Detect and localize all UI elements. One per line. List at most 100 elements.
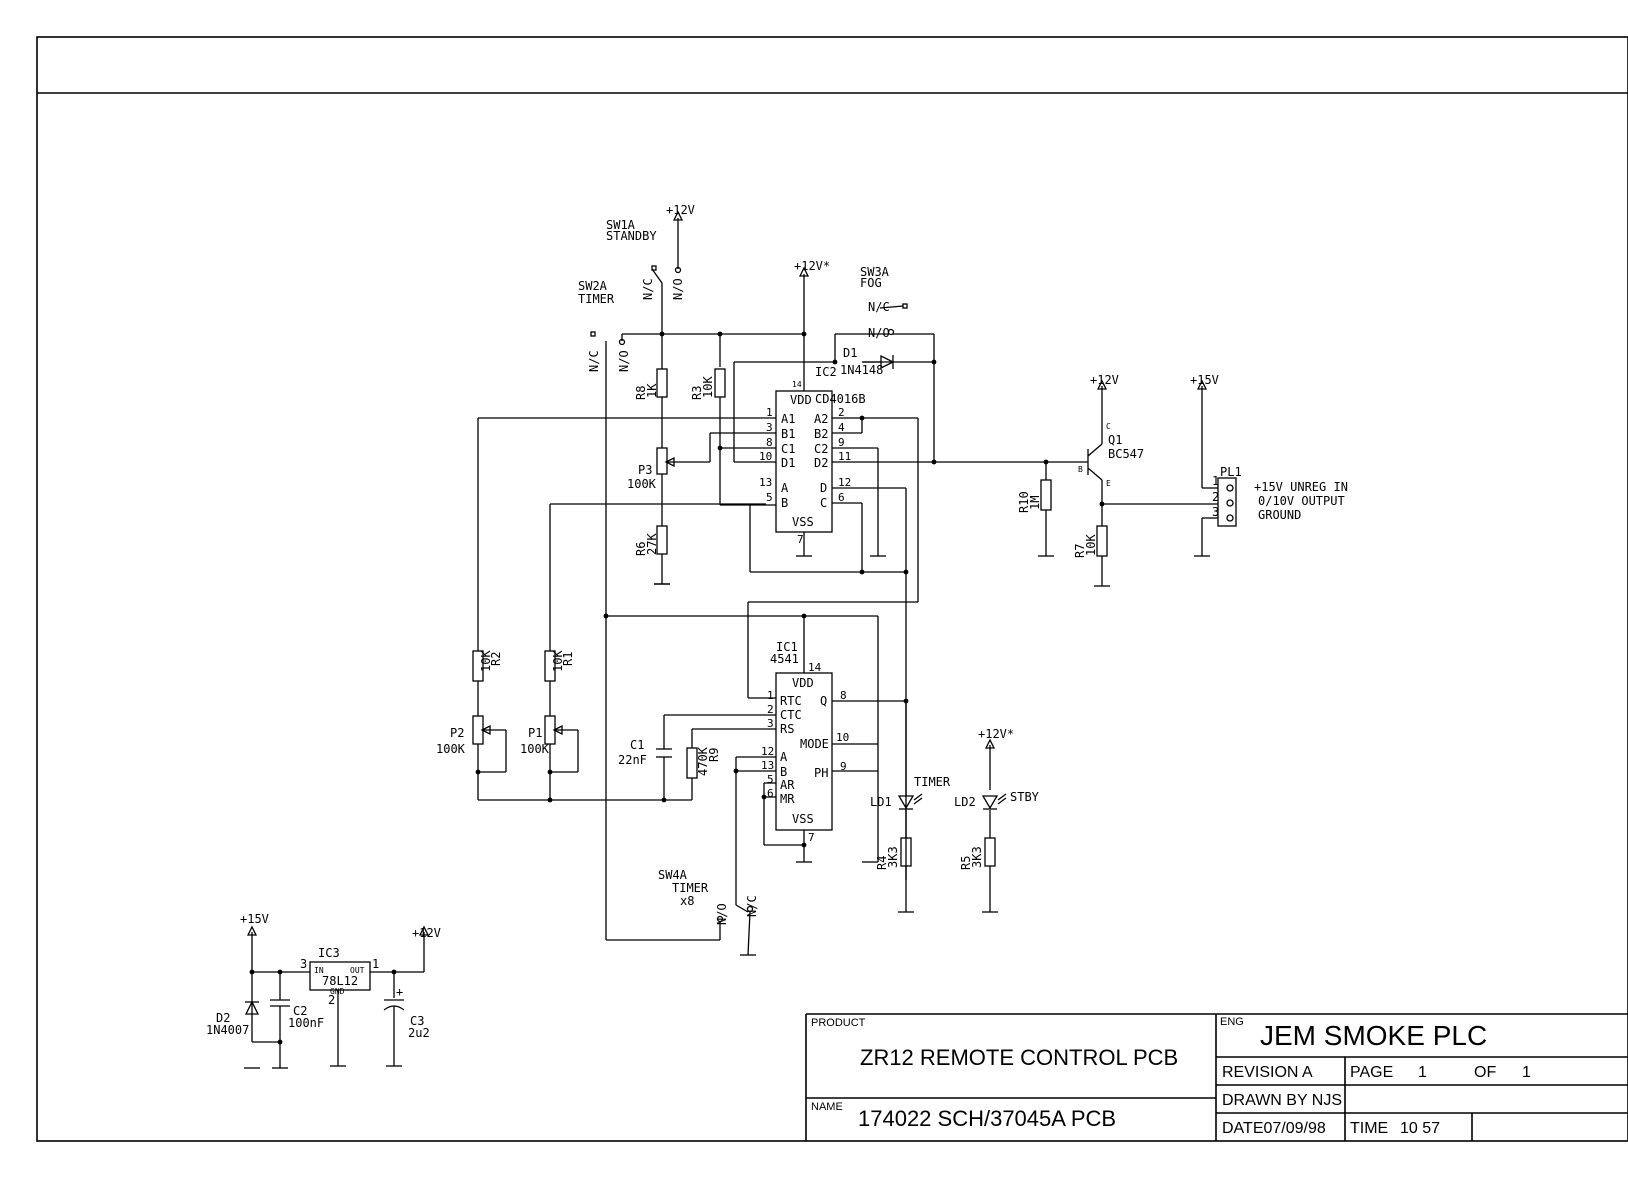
ic1-pin-vss: 7 bbox=[808, 831, 815, 844]
ic1-pin-number: 12 bbox=[761, 745, 774, 758]
ic2-cd4016b: VDD VSS IC2 CD4016B 14 7 A1 B1 C1 D1 A B… bbox=[759, 365, 866, 546]
p2-val: 100K bbox=[436, 742, 466, 756]
sw1a-no: N/O bbox=[671, 278, 685, 300]
c1-ref: C1 bbox=[630, 738, 644, 752]
c3-plus: + bbox=[396, 985, 403, 999]
d2-ref: D2 bbox=[216, 1011, 230, 1025]
ic2-pin-name: C2 bbox=[814, 442, 828, 456]
r6-body bbox=[656, 525, 668, 555]
ic1-pin-name: MODE bbox=[800, 737, 829, 751]
ic2-pin-number: 2 bbox=[838, 406, 845, 419]
r3-body bbox=[714, 368, 726, 398]
d2-val: 1N4007 bbox=[206, 1023, 249, 1037]
ic2-pin-vss: 7 bbox=[797, 533, 804, 546]
ic2-pin-name: C1 bbox=[781, 442, 795, 456]
ic1-pin-name: PH bbox=[814, 766, 828, 780]
pl1-label: +15V UNREG IN bbox=[1254, 480, 1348, 494]
ic1-pin-vdd: 14 bbox=[808, 661, 822, 674]
ic2-pin-number: 6 bbox=[838, 491, 845, 504]
ic2-pin-number: 13 bbox=[759, 476, 772, 489]
rail-label: +12V* bbox=[794, 259, 830, 273]
p3-val: 100K bbox=[627, 477, 657, 491]
ic3-ref: IC3 bbox=[318, 946, 340, 960]
r9-val: 470K bbox=[696, 746, 710, 776]
name-label: NAME bbox=[811, 1101, 843, 1113]
r2-val: 10K bbox=[479, 650, 493, 672]
product-label: PRODUCT bbox=[811, 1017, 866, 1029]
ic2-pin-number: 1 bbox=[766, 406, 773, 419]
page-label: PAGE bbox=[1350, 1064, 1393, 1081]
ic2-pin-number: 10 bbox=[759, 450, 772, 463]
pl1-ref: PL1 bbox=[1220, 465, 1242, 479]
pl1-body bbox=[1217, 477, 1237, 527]
r3-val: 10K bbox=[701, 376, 715, 398]
ic2-pin-number: 11 bbox=[838, 450, 851, 463]
ic2-pin-number: 12 bbox=[838, 476, 851, 489]
p2-ref: P2 bbox=[450, 726, 464, 740]
ic2-pin-vdd: 14 bbox=[792, 380, 802, 389]
c2-val: 100nF bbox=[288, 1016, 324, 1030]
rail-label: +12V bbox=[666, 203, 695, 217]
ic2-vdd: VDD bbox=[790, 393, 812, 407]
sheet-frame bbox=[36, 36, 1628, 1142]
sw2a-ref: SW2A bbox=[578, 279, 608, 293]
ic2-pin-name: A2 bbox=[814, 412, 828, 426]
c1-val: 22nF bbox=[618, 753, 647, 767]
revision: REVISION A bbox=[1222, 1064, 1313, 1081]
date: DATE07/09/98 bbox=[1222, 1120, 1326, 1137]
q1-b: B bbox=[1078, 465, 1083, 474]
r1-body bbox=[544, 650, 556, 682]
sw2a-no: N/O bbox=[617, 350, 631, 372]
c3-ref: C3 bbox=[410, 1014, 424, 1028]
ic3-in: IN bbox=[314, 966, 324, 975]
product-name: ZR12 REMOTE CONTROL PCB bbox=[860, 1045, 1178, 1070]
page-total: 1 bbox=[1522, 1064, 1531, 1081]
sw3a-no: N/O bbox=[868, 326, 890, 340]
junctions bbox=[249, 331, 1105, 1045]
pl1-pin: 2 bbox=[1212, 490, 1219, 504]
r6-ref: R6 bbox=[634, 542, 648, 556]
r8-ref: R8 bbox=[634, 386, 648, 400]
ic2-pin-number: 8 bbox=[766, 436, 773, 449]
pl1-label: GROUND bbox=[1258, 508, 1301, 522]
c2-ref: C2 bbox=[293, 1004, 307, 1018]
r6-val: 27K bbox=[645, 533, 659, 555]
ic2-value: CD4016B bbox=[815, 392, 866, 406]
ic2-pin-number: 5 bbox=[766, 491, 773, 504]
r4-ref: R4 bbox=[875, 856, 889, 870]
ld2-body bbox=[981, 795, 999, 810]
sw2a-nc: N/C bbox=[587, 350, 601, 372]
sw1a-nc: N/C bbox=[641, 278, 655, 300]
ld1-name: TIMER bbox=[914, 775, 951, 789]
r8-val: 1K bbox=[645, 383, 659, 398]
sw4a-ref: SW4A bbox=[658, 868, 688, 882]
sw1a-name: STANDBY bbox=[606, 229, 657, 243]
sw1a-ref: SW1A bbox=[606, 218, 636, 232]
ic1-pin-name: RS bbox=[780, 722, 794, 736]
title-block: PRODUCT ZR12 REMOTE CONTROL PCB NAME 174… bbox=[805, 1013, 1628, 1141]
r10-val: 1M bbox=[1028, 496, 1042, 510]
ic2-pin-name: A1 bbox=[781, 412, 795, 426]
q1-val: BC547 bbox=[1108, 447, 1144, 461]
ic1-pin-number: 13 bbox=[761, 759, 774, 772]
c3-val: 2u2 bbox=[408, 1026, 430, 1040]
time-label: TIME bbox=[1350, 1120, 1388, 1137]
ic3-pin-gnd: 2 bbox=[328, 993, 335, 1007]
p3-body bbox=[656, 447, 668, 475]
ic2-pin-number: 3 bbox=[766, 421, 773, 434]
r1-ref: R1 bbox=[561, 652, 575, 666]
ic1-pin-name: AR bbox=[780, 778, 795, 792]
ic1-pin-number: 8 bbox=[840, 689, 847, 702]
ic1-pin-name: CTC bbox=[780, 708, 802, 722]
ic1-pin-name: A bbox=[780, 750, 788, 764]
sw4a-no: N/O bbox=[715, 903, 729, 925]
ic1-pin-number: 9 bbox=[840, 760, 847, 773]
q1-c: C bbox=[1106, 422, 1111, 431]
ic2-pin-number: 4 bbox=[838, 421, 845, 434]
r1-val: 10K bbox=[551, 650, 565, 672]
ic2-pin-name: B2 bbox=[814, 427, 828, 441]
rail-label: +12V bbox=[412, 926, 441, 940]
pl1-label: 0/10V OUTPUT bbox=[1258, 494, 1345, 508]
r4-body bbox=[900, 837, 912, 867]
r2-body bbox=[472, 650, 484, 682]
